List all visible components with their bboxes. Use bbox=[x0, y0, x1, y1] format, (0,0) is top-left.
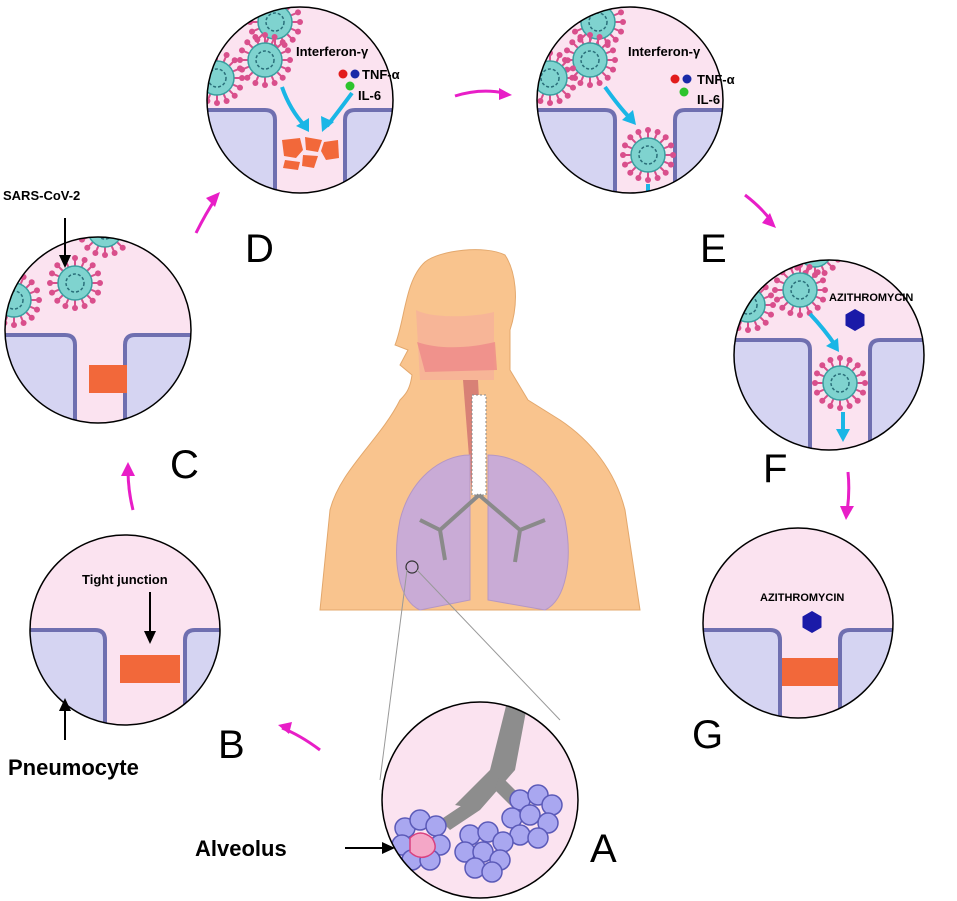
pneumocyte-label: Pneumocyte bbox=[8, 755, 139, 780]
cytokine-label-ifn: Interferon-γ bbox=[628, 44, 701, 59]
tight-junction-disrupted bbox=[282, 137, 339, 170]
cytokine-label-ifn: Interferon-γ bbox=[296, 44, 369, 59]
virus-icon bbox=[537, 49, 579, 107]
virus-icon bbox=[619, 126, 677, 184]
alveolar-sacs bbox=[391, 784, 563, 883]
zoom-spot bbox=[405, 560, 419, 574]
cytokine-dot-icon bbox=[679, 87, 689, 97]
cytokine-dot-icon bbox=[350, 69, 360, 79]
panel-letter-e: E bbox=[700, 227, 727, 271]
panel-e: Interferon-γ TNF-α IL-6 E bbox=[536, 6, 735, 271]
panel-a: Alveolus A bbox=[195, 701, 617, 899]
cytokine-label-il6: IL-6 bbox=[697, 92, 720, 107]
virus-icon bbox=[46, 254, 104, 312]
virus-icon bbox=[771, 261, 829, 319]
alveolus-label: Alveolus bbox=[195, 836, 287, 861]
panel-letter-g: G bbox=[692, 713, 723, 757]
panel-d: Interferon-γ TNF-α IL-6 D bbox=[206, 6, 400, 271]
virus-icon bbox=[236, 31, 294, 89]
panel-c: SARS-CoV-2 C bbox=[3, 188, 199, 487]
tight-junction-intact bbox=[120, 655, 180, 683]
virus-icon bbox=[811, 354, 869, 412]
panel-g: AZITHROMYCIN G bbox=[692, 527, 894, 757]
cytokine-dot-icon bbox=[682, 74, 692, 84]
cytokine-label-tnf: TNF-α bbox=[362, 67, 400, 82]
tight-junction-restored bbox=[782, 658, 838, 686]
cycle-arrows bbox=[121, 88, 854, 752]
trachea bbox=[471, 394, 487, 496]
panel-letter-d: D bbox=[245, 227, 274, 271]
tight-junction-intact bbox=[89, 365, 127, 393]
panel-f: AZITHROMYCIN F bbox=[733, 259, 925, 491]
panel-letter-a: A bbox=[590, 827, 617, 871]
panel-letter-f: F bbox=[763, 447, 787, 491]
junction-label: Tight junction bbox=[82, 572, 168, 587]
alveolus-cutaway bbox=[409, 832, 436, 859]
cytokine-dot-icon bbox=[345, 81, 355, 91]
virus-label: SARS-CoV-2 bbox=[3, 188, 80, 203]
cytokine-label-tnf: TNF-α bbox=[697, 72, 735, 87]
drug-label: AZITHROMYCIN bbox=[829, 292, 913, 304]
panel-letter-c: C bbox=[170, 443, 199, 487]
drug-label: AZITHROMYCIN bbox=[760, 592, 844, 604]
panel-b: Tight junction Pneumocyte B bbox=[8, 534, 245, 780]
cytokine-dot-icon bbox=[670, 74, 680, 84]
cytokine-dot-icon bbox=[338, 69, 348, 79]
virus-icon bbox=[786, 260, 844, 279]
virus-icon bbox=[76, 237, 134, 259]
right-lung bbox=[487, 454, 569, 611]
left-lung bbox=[396, 454, 471, 611]
cytokine-label-il6: IL-6 bbox=[358, 88, 381, 103]
arrow-d-to-e bbox=[454, 89, 506, 98]
human-torso-illustration bbox=[319, 249, 641, 781]
panel-letter-b: B bbox=[218, 723, 245, 767]
